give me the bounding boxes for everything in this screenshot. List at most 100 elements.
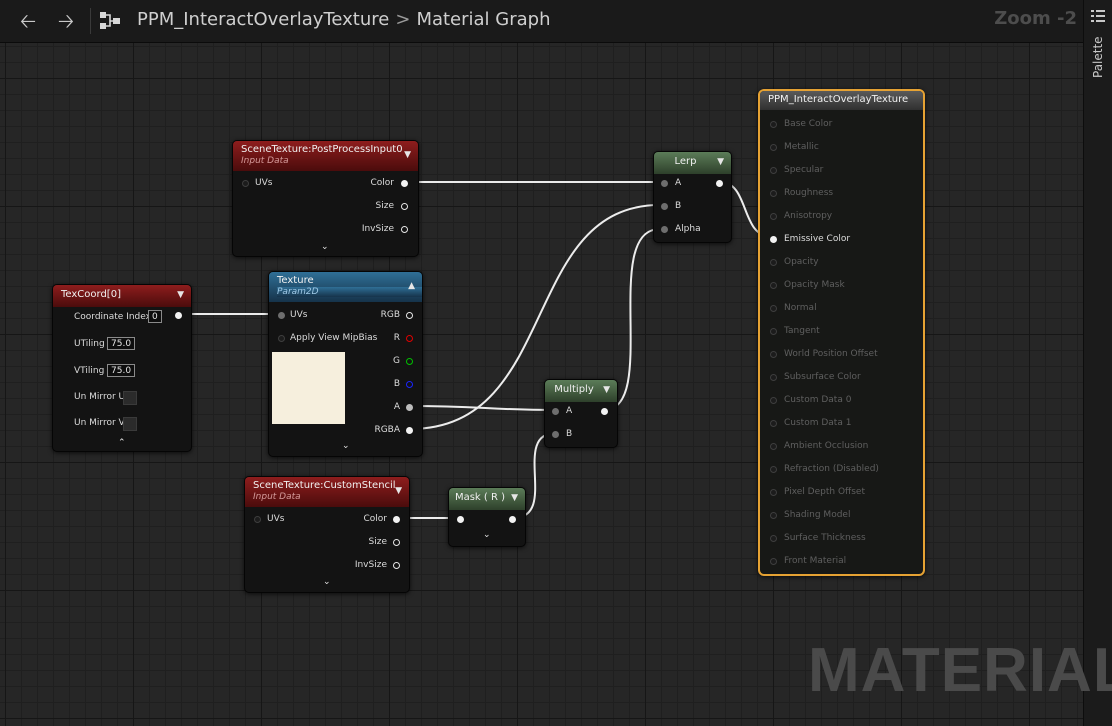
chevron-down-icon[interactable]: ▼: [511, 493, 518, 503]
pin-invsize-out[interactable]: [393, 562, 400, 569]
expand-chevron-icon[interactable]: ⌄: [323, 577, 331, 587]
chevron-down-icon[interactable]: ▼: [404, 150, 411, 160]
utiling-input[interactable]: 75.0: [107, 337, 135, 350]
node-header[interactable]: Mask ( R ) ▼: [449, 488, 525, 510]
coordinate-index-input[interactable]: 0: [148, 310, 162, 323]
node-header[interactable]: PPM_InteractOverlayTexture: [760, 91, 923, 110]
node-lerp[interactable]: Lerp ▼ A B Alpha: [653, 151, 732, 243]
pin-lerp-out[interactable]: [716, 180, 723, 187]
pin-roughness-in[interactable]: [770, 190, 777, 197]
node-header[interactable]: Multiply ▼: [545, 380, 617, 402]
breadcrumb-asset[interactable]: PPM_InteractOverlayTexture: [137, 9, 390, 30]
pin-label: R: [393, 333, 400, 343]
chevron-down-icon[interactable]: ▼: [603, 385, 610, 395]
pin-mipbias-in[interactable]: [278, 335, 285, 342]
pin-mask-out[interactable]: [509, 516, 516, 523]
pin-anisotropy-in[interactable]: [770, 213, 777, 220]
pin-a-in[interactable]: [552, 408, 559, 415]
pin-uvs-in[interactable]: [254, 516, 261, 523]
node-title: Lerp: [674, 156, 697, 167]
pin-surface-thickness-in[interactable]: [770, 535, 777, 542]
pin-ambient-occlusion-in[interactable]: [770, 443, 777, 450]
input-label-tangent: Tangent: [784, 326, 820, 336]
menu-list-icon[interactable]: [1091, 9, 1105, 23]
pin-texcoord-out[interactable]: [175, 312, 182, 319]
node-header[interactable]: Lerp ▼: [654, 152, 731, 174]
expand-chevron-icon[interactable]: ⌄: [321, 242, 329, 252]
unmirror-v-checkbox[interactable]: [123, 417, 137, 431]
pin-rgba-out[interactable]: [406, 427, 413, 434]
pin-tangent-in[interactable]: [770, 328, 777, 335]
pin-multiply-out[interactable]: [601, 408, 608, 415]
expand-chevron-icon[interactable]: ⌄: [342, 441, 350, 451]
pin-base-color-in[interactable]: [770, 121, 777, 128]
pin-color-out[interactable]: [393, 516, 400, 523]
input-label-ambient-occlusion: Ambient Occlusion: [784, 441, 869, 451]
pin-invsize-out[interactable]: [401, 226, 408, 233]
pin-specular-in[interactable]: [770, 167, 777, 174]
node-header[interactable]: Texture Param2D ▲: [269, 272, 422, 302]
pin-size-out[interactable]: [393, 539, 400, 546]
pin-uvs-in[interactable]: [278, 312, 285, 319]
pin-g-out[interactable]: [406, 358, 413, 365]
pin-color-out[interactable]: [401, 180, 408, 187]
pin-mask-in[interactable]: [457, 516, 464, 523]
pin-rgb-out[interactable]: [406, 312, 413, 319]
pin-label: A: [393, 402, 400, 412]
pin-subsurface-color-in[interactable]: [770, 374, 777, 381]
node-header[interactable]: SceneTexture:CustomStencil Input Data ▼: [245, 477, 409, 507]
pin-world-position-offset-in[interactable]: [770, 351, 777, 358]
pin-a-in[interactable]: [661, 180, 668, 187]
expand-chevron-icon[interactable]: ⌄: [483, 530, 491, 540]
pin-custom-data-0-in[interactable]: [770, 397, 777, 404]
pin-b-in[interactable]: [552, 431, 559, 438]
back-button[interactable]: 🡠: [16, 9, 40, 33]
node-texture-param2d[interactable]: Texture Param2D ▲ UVs RGB Apply View Mip…: [268, 271, 423, 457]
chevron-down-icon[interactable]: ▼: [177, 290, 184, 300]
node-texcoord[interactable]: TexCoord[0] ▼ Coordinate Index 0 UTiling…: [52, 284, 192, 452]
pin-b-out[interactable]: [406, 381, 413, 388]
pin-shading-model-in[interactable]: [770, 512, 777, 519]
chevron-down-icon[interactable]: ▼: [395, 486, 402, 496]
collapse-chevron-icon[interactable]: ⌃: [118, 438, 126, 448]
pin-size-out[interactable]: [401, 203, 408, 210]
node-scenetexture-customstencil[interactable]: SceneTexture:CustomStencil Input Data ▼ …: [244, 476, 410, 593]
pin-custom-data-1-in[interactable]: [770, 420, 777, 427]
breadcrumb: PPM_InteractOverlayTexture>Material Grap…: [137, 9, 551, 30]
pin-r-out[interactable]: [406, 335, 413, 342]
pin-label: Color: [363, 514, 388, 524]
node-header[interactable]: SceneTexture:PostProcessInput0 Input Dat…: [233, 141, 418, 171]
forward-button[interactable]: 🡢: [54, 9, 78, 33]
pin-refraction-disabled-in[interactable]: [770, 466, 777, 473]
palette-tab[interactable]: Palette: [1091, 36, 1105, 78]
node-title: PPM_InteractOverlayTexture: [768, 94, 909, 105]
pin-a-out[interactable]: [406, 404, 413, 411]
pin-label: UVs: [267, 514, 285, 524]
pin-metallic-in[interactable]: [770, 144, 777, 151]
unmirror-u-checkbox[interactable]: [123, 391, 137, 405]
pin-alpha-in[interactable]: [661, 226, 668, 233]
pin-label: Alpha: [675, 224, 701, 234]
input-label-opacity-mask: Opacity Mask: [784, 280, 845, 290]
pin-opacity-in[interactable]: [770, 259, 777, 266]
chevron-up-icon[interactable]: ▲: [408, 281, 415, 291]
breadcrumb-graph[interactable]: Material Graph: [416, 9, 551, 30]
input-label-shading-model: Shading Model: [784, 510, 851, 520]
top-toolbar: 🡠 🡢 PPM_InteractOverlayTexture>Material …: [0, 0, 1083, 43]
pin-normal-in[interactable]: [770, 305, 777, 312]
chevron-down-icon[interactable]: ▼: [717, 157, 724, 167]
input-label-pixel-depth-offset: Pixel Depth Offset: [784, 487, 865, 497]
pin-uvs-in[interactable]: [242, 180, 249, 187]
vtiling-input[interactable]: 75.0: [107, 364, 135, 377]
pin-emissive-color-in[interactable]: [770, 236, 777, 243]
node-scenetexture-postprocess[interactable]: SceneTexture:PostProcessInput0 Input Dat…: [232, 140, 419, 257]
pin-opacity-mask-in[interactable]: [770, 282, 777, 289]
pin-front-material-in[interactable]: [770, 558, 777, 565]
node-header[interactable]: TexCoord[0] ▼: [53, 285, 191, 307]
node-multiply[interactable]: Multiply ▼ A B: [544, 379, 618, 448]
node-component-mask[interactable]: Mask ( R ) ▼ ⌄: [448, 487, 526, 547]
pin-b-in[interactable]: [661, 203, 668, 210]
pin-pixel-depth-offset-in[interactable]: [770, 489, 777, 496]
material-watermark: MATERIAL: [808, 636, 1112, 705]
